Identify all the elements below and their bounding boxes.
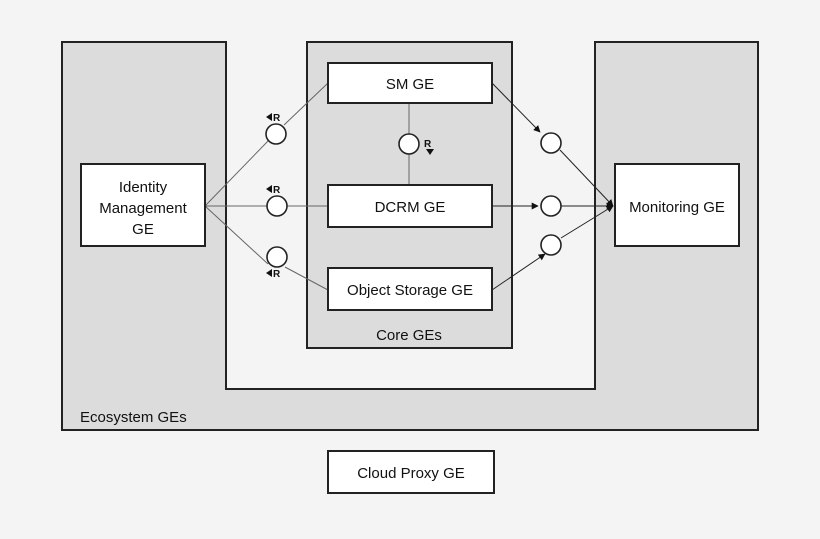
identity-label-line3: GE — [132, 221, 154, 238]
monitoring-label: Monitoring GE — [629, 199, 725, 216]
interface-circle-sm-identity — [265, 123, 287, 145]
interface-circle-monitoring-top — [540, 132, 562, 154]
ecosystem-region-label: Ecosystem GEs — [80, 409, 187, 426]
cloud-proxy-box[interactable]: Cloud Proxy GE — [327, 450, 495, 494]
r-down-arrow-icon — [426, 149, 434, 155]
interface-circle-sm-dcrm — [398, 133, 420, 155]
dcrm-box[interactable]: DCRM GE — [327, 184, 493, 228]
dcrm-label: DCRM GE — [375, 199, 446, 216]
request-markers: R R R R — [266, 113, 434, 280]
monitoring-box[interactable]: Monitoring GE — [614, 163, 740, 247]
interface-circle-monitoring-bottom — [540, 234, 562, 256]
identity-label-line2: Management — [99, 200, 187, 217]
r-marker-label: R — [273, 113, 281, 124]
interface-circle-monitoring-mid — [540, 195, 562, 217]
cloud-proxy-label: Cloud Proxy GE — [357, 465, 465, 482]
object-storage-box[interactable]: Object Storage GE — [327, 267, 493, 311]
r-marker-label: R — [273, 185, 281, 196]
sm-label: SM GE — [386, 76, 434, 93]
identity-management-box[interactable]: Identity Management GE — [80, 163, 206, 247]
identity-label-line1: Identity — [119, 179, 168, 196]
r-marker-label: R — [273, 269, 281, 280]
interface-circle-objectstorage-identity — [266, 246, 288, 268]
r-marker-label: R — [424, 139, 432, 150]
sm-box[interactable]: SM GE — [327, 62, 493, 104]
identity-connectors — [204, 82, 410, 291]
object-storage-label: Object Storage GE — [347, 282, 473, 299]
r-arrow-icon — [266, 269, 272, 277]
r-arrow-icon — [266, 113, 272, 121]
monitoring-arrows — [491, 82, 614, 291]
interface-circle-dcrm-identity — [266, 195, 288, 217]
interface-circles — [265, 123, 562, 268]
core-region-label: Core GEs — [376, 327, 442, 344]
r-arrow-icon — [266, 185, 272, 193]
